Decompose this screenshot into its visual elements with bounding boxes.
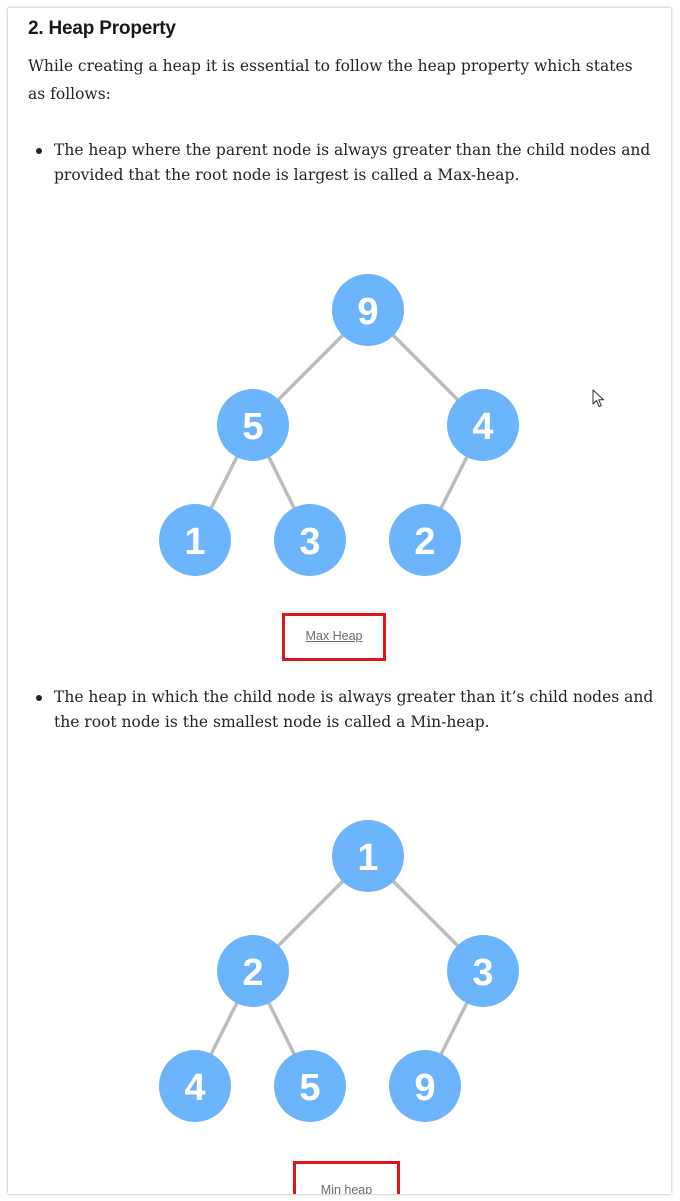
tree-node bbox=[159, 1050, 231, 1122]
min-heap-diagram: 1 2 3 4 5 9 bbox=[159, 820, 519, 1122]
max-heap-caption[interactable]: Max Heap bbox=[282, 613, 386, 661]
article-content: 2. Heap Property While creating a heap i… bbox=[8, 8, 671, 1194]
max-heap-diagram: 9 5 4 1 3 2 bbox=[159, 274, 519, 576]
mouse-pointer-icon bbox=[592, 389, 604, 407]
tree-node bbox=[389, 504, 461, 576]
node-label: 9 bbox=[357, 291, 378, 333]
node-label: 2 bbox=[242, 952, 263, 994]
tree-node bbox=[389, 1050, 461, 1122]
node-label: 2 bbox=[414, 521, 435, 563]
tree-node bbox=[217, 935, 289, 1007]
node-label: 1 bbox=[184, 521, 205, 563]
node-label: 5 bbox=[242, 406, 263, 448]
bullet-icon bbox=[36, 695, 42, 701]
node-label: 5 bbox=[299, 1067, 320, 1109]
intro-paragraph: While creating a heap it is essential to… bbox=[28, 57, 633, 103]
min-heap-description: The heap in which the child node is alwa… bbox=[54, 688, 654, 731]
section-heading: 2. Heap Property bbox=[28, 18, 176, 39]
node-label: 9 bbox=[414, 1067, 435, 1109]
list-item-max-heap: The heap where the parent node is always… bbox=[34, 138, 664, 188]
tree-node bbox=[274, 504, 346, 576]
node-label: 1 bbox=[357, 837, 378, 879]
tree-node bbox=[217, 389, 289, 461]
tree-node bbox=[159, 504, 231, 576]
node-label: 3 bbox=[472, 952, 493, 994]
tree-node bbox=[447, 389, 519, 461]
min-heap-caption[interactable]: Min heap bbox=[293, 1161, 400, 1194]
max-heap-description: The heap where the parent node is always… bbox=[54, 141, 651, 184]
bullet-icon bbox=[36, 148, 42, 154]
node-label: 3 bbox=[299, 521, 320, 563]
tree-node bbox=[332, 820, 404, 892]
node-label: 4 bbox=[184, 1067, 205, 1109]
tree-node bbox=[274, 1050, 346, 1122]
node-label: 4 bbox=[472, 406, 493, 448]
list-item-min-heap: The heap in which the child node is alwa… bbox=[34, 685, 664, 735]
tree-node bbox=[447, 935, 519, 1007]
tree-node bbox=[332, 274, 404, 346]
